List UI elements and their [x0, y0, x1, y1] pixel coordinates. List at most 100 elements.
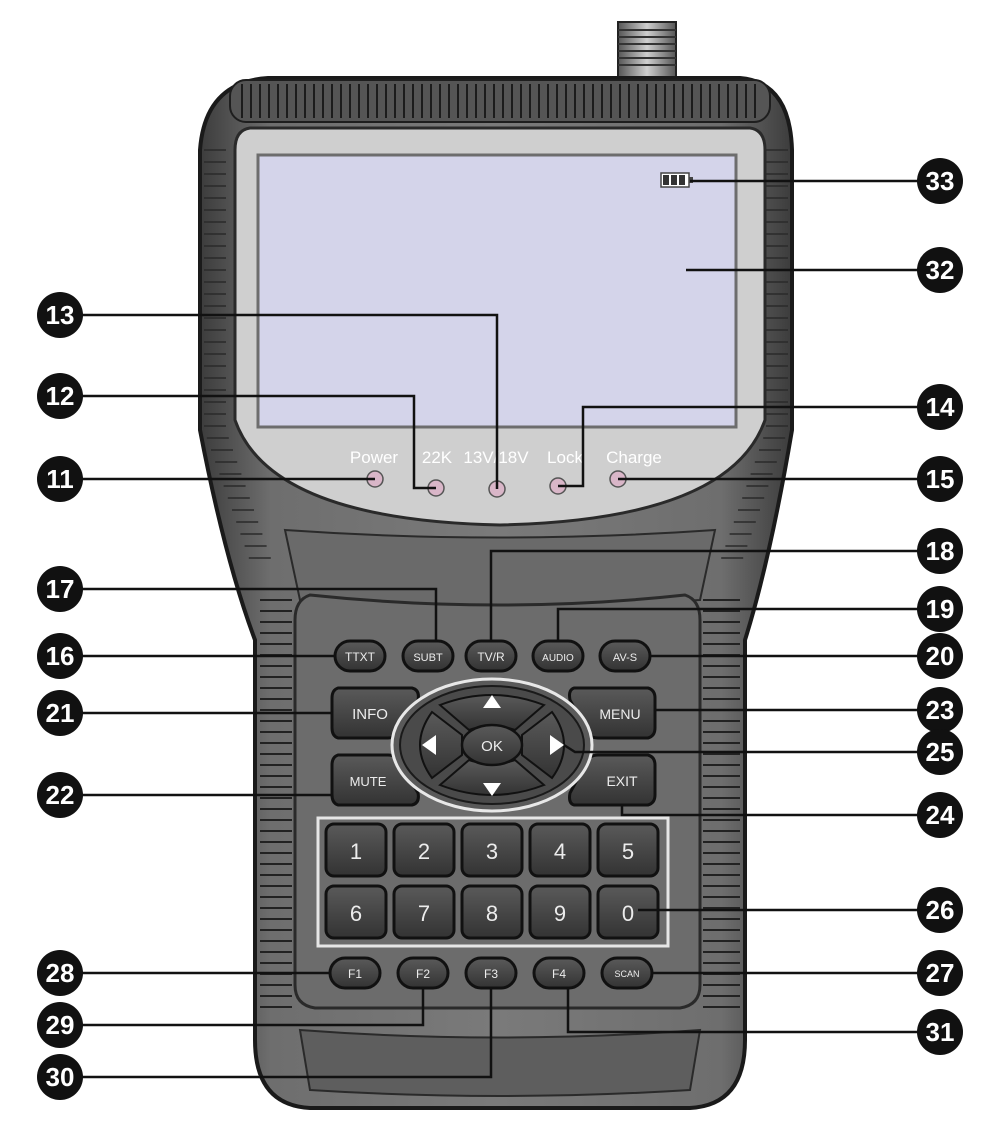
right-arrow-icon	[550, 735, 564, 755]
callout-number: 25	[926, 737, 955, 767]
tvr-button[interactable]: TV/R	[464, 639, 518, 673]
callout-25: 25	[917, 729, 963, 775]
callout-number: 29	[46, 1010, 75, 1040]
upper-recess	[283, 528, 717, 607]
tvr-label: TV/R	[477, 650, 505, 664]
ttxt-button[interactable]: TTXT	[333, 639, 387, 673]
callout-24: 24	[917, 792, 963, 838]
callout-16: 16	[37, 633, 83, 679]
callout-number: 17	[46, 574, 75, 604]
number-key-label: 0	[622, 901, 634, 926]
left-arrow-icon	[422, 735, 436, 755]
f1-button[interactable]: F1	[328, 956, 382, 990]
callout-number: 12	[46, 381, 75, 411]
callout-15: 15	[917, 456, 963, 502]
number-key-1[interactable]: 1	[324, 822, 388, 878]
callout-11: 11	[37, 456, 83, 502]
callout-number: 19	[926, 594, 955, 624]
info-label: INFO	[352, 706, 388, 723]
callout-29: 29	[37, 1002, 83, 1048]
audio-button[interactable]: AUDIO	[531, 639, 585, 673]
number-keypad-frame	[316, 816, 670, 948]
number-key-2[interactable]: 2	[392, 822, 456, 878]
callout-23: 23	[917, 687, 963, 733]
callout-number: 32	[926, 255, 955, 285]
callout-14: 14	[917, 384, 963, 430]
callout-20: 20	[917, 633, 963, 679]
callout-13: 13	[37, 292, 83, 338]
scan-label: SCAN	[614, 969, 639, 979]
led-label-charge: Charge	[606, 448, 662, 467]
subt-button[interactable]: SUBT	[401, 639, 455, 673]
number-key-label: 9	[554, 901, 566, 926]
down-arrow-icon	[483, 783, 501, 796]
callout-33: 33	[917, 158, 963, 204]
number-key-3[interactable]: 3	[460, 822, 524, 878]
top-grip	[229, 79, 771, 123]
led-label-lock: Lock	[547, 448, 583, 467]
callout-32: 32	[917, 247, 963, 293]
number-key-label: 3	[486, 839, 498, 864]
callout-18: 18	[917, 528, 963, 574]
callout-26: 26	[917, 887, 963, 933]
bottom-ridge	[298, 1028, 702, 1097]
callout-number: 15	[926, 464, 955, 494]
left-side-grip	[204, 149, 292, 1008]
menu-label: MENU	[599, 706, 640, 722]
number-key-label: 7	[418, 901, 430, 926]
number-key-label: 8	[486, 901, 498, 926]
callout-28: 28	[37, 950, 83, 996]
number-key-label: 5	[622, 839, 634, 864]
up-arrow-icon	[483, 695, 501, 708]
callout-number: 18	[926, 536, 955, 566]
callout-31: 31	[917, 1009, 963, 1055]
number-key-label: 1	[350, 839, 362, 864]
f4-button[interactable]: F4	[532, 956, 586, 990]
right-side-grip	[703, 149, 788, 1008]
led-label-power: Power	[350, 448, 399, 467]
callout-21: 21	[37, 690, 83, 736]
callout-number: 28	[46, 958, 75, 988]
mute-label: MUTE	[350, 774, 387, 789]
f3-button[interactable]: F3	[464, 956, 518, 990]
callout-number: 33	[926, 166, 955, 196]
callout-number: 26	[926, 895, 955, 925]
menu-button[interactable]: MENU	[568, 686, 657, 740]
number-key-8[interactable]: 8	[460, 884, 524, 940]
number-key-7[interactable]: 7	[392, 884, 456, 940]
callout-number: 14	[926, 392, 955, 422]
number-key-label: 6	[350, 901, 362, 926]
callout-12: 12	[37, 373, 83, 419]
scan-button[interactable]: SCAN	[600, 956, 654, 990]
callout-17: 17	[37, 566, 83, 612]
f2-button[interactable]: F2	[396, 956, 450, 990]
audio-label: AUDIO	[542, 653, 574, 664]
f1-label: F1	[348, 967, 362, 981]
callout-number: 20	[926, 641, 955, 671]
dpad-left-button[interactable]	[419, 710, 463, 780]
callout-number: 16	[46, 641, 75, 671]
number-key-4[interactable]: 4	[528, 822, 592, 878]
subt-label: SUBT	[413, 652, 443, 664]
exit-label: EXIT	[606, 773, 638, 789]
ok-label: OK	[481, 738, 503, 755]
ok-button[interactable]: OK	[460, 723, 524, 767]
number-key-5[interactable]: 5	[596, 822, 660, 878]
number-key-label: 4	[554, 839, 566, 864]
callout-number: 23	[926, 695, 955, 725]
battery-indicator-icon	[660, 172, 693, 188]
dpad-right-button[interactable]	[521, 710, 565, 780]
number-key-6[interactable]: 6	[324, 884, 388, 940]
number-key-0[interactable]: 0	[596, 884, 660, 940]
f3-label: F3	[484, 967, 498, 981]
number-key-9[interactable]: 9	[528, 884, 592, 940]
f4-label: F4	[552, 967, 566, 981]
avs-label: AV-S	[613, 652, 637, 664]
number-key-label: 2	[418, 839, 430, 864]
callout-number: 22	[46, 780, 75, 810]
f-connector	[617, 21, 677, 83]
callout-30: 30	[37, 1054, 83, 1100]
avs-button[interactable]: AV-S	[598, 639, 652, 673]
